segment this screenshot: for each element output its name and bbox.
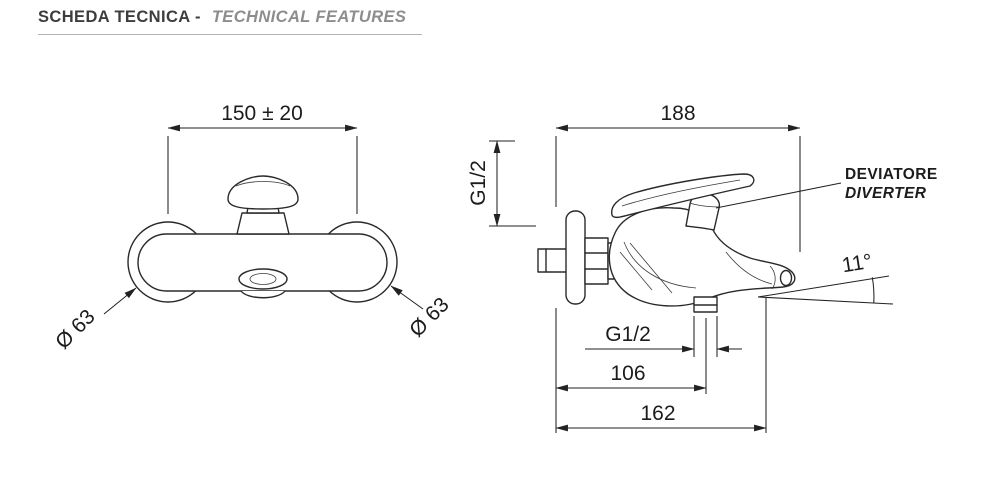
handle-detail-line	[621, 179, 741, 207]
inlet-thread-label: G1/2	[467, 160, 490, 206]
leader-diverter	[715, 182, 842, 209]
front-view-drawing	[127, 175, 398, 303]
angle-line-lower	[757, 296, 894, 305]
sheet-title-main: SCHEDA TECNICA -	[38, 8, 201, 26]
cartridge-riser	[236, 212, 290, 235]
body-hatch-line	[619, 251, 653, 291]
inlet-pipe	[537, 248, 569, 273]
spout-contour-line	[725, 251, 773, 285]
sheet-title-sub: TECHNICAL FEATURES	[211, 8, 407, 26]
body-hatch-line	[629, 242, 673, 294]
side-view-drawing	[537, 173, 796, 313]
front-width-dimension: 150 ± 20	[221, 102, 303, 125]
outlet-distance-dimension: 106	[610, 362, 645, 385]
spout-tip-outlet	[779, 269, 793, 287]
side-depth-dimension: 188	[660, 102, 695, 125]
handle-lever-front	[227, 175, 299, 210]
body-contour-line	[623, 241, 697, 289]
spout-angle-label: 11°	[840, 250, 873, 277]
mixer-body-side	[608, 207, 796, 307]
spout-lip-front	[240, 290, 286, 299]
angle-line-upper	[757, 275, 890, 298]
diverter-cap-line	[689, 202, 720, 208]
spout-reach-dimension: 162	[640, 402, 675, 425]
leader-flange-right	[390, 285, 424, 310]
sheet-title: SCHEDA TECNICA - TECHNICAL FEATURES	[38, 8, 423, 35]
diverter-label-en: DIVERTER	[845, 185, 927, 202]
wall-plate-side	[565, 210, 586, 305]
flange-diameter-label-right: Ø 63	[405, 293, 453, 341]
flange-diameter-label-left: Ø 63	[51, 305, 99, 353]
diverter-label-it: DEVIATORE	[845, 166, 938, 183]
side-view-dimensions: 188 G1/2 DEVIATORE DIVERTER 11° G1/2	[467, 102, 938, 433]
outlet-thread-label: G1/2	[605, 323, 651, 346]
aerator-front	[249, 273, 277, 285]
mixer-body-front	[137, 233, 388, 292]
leader-flange-left	[103, 287, 137, 315]
spout-tip-ring	[769, 265, 776, 290]
connection-nut	[584, 237, 609, 285]
handle-lever-side	[611, 173, 755, 219]
spout-outlet-front	[238, 268, 288, 290]
angle-arc	[871, 277, 875, 304]
handle-detail-line	[235, 181, 291, 187]
